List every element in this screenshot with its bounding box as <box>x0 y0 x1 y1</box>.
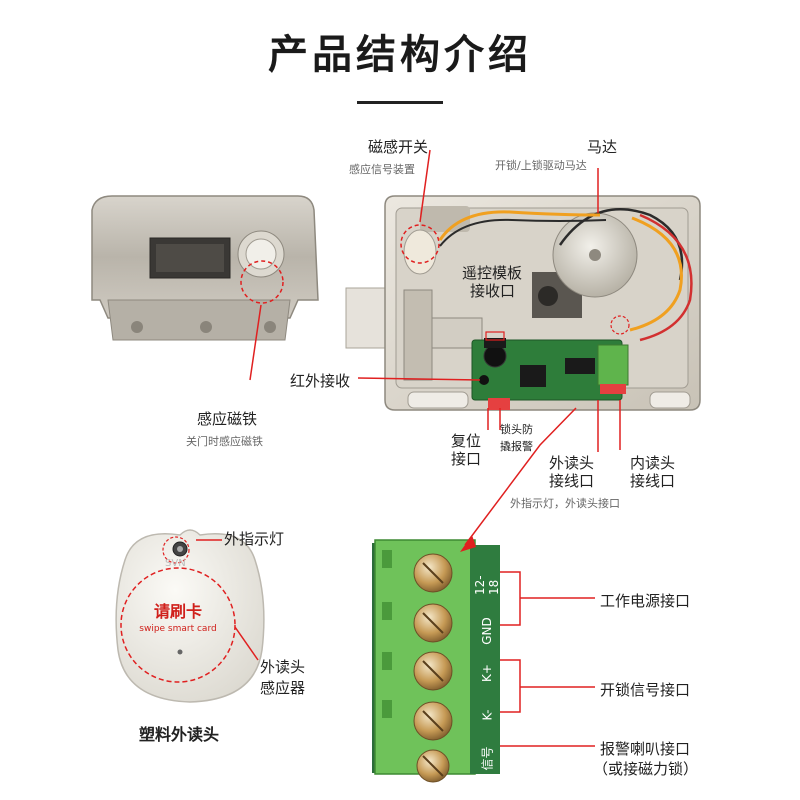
label-unlock-port: 开锁信号接口 <box>600 681 691 699</box>
label-reader-sensor: 外读头 <box>260 658 306 676</box>
label-motor-sub: 开锁/上锁驱动马达 <box>495 159 587 172</box>
label-int-reader-port: 接线口 <box>630 472 676 490</box>
label-power-port: 工作电源接口 <box>600 592 691 610</box>
terminal-label-kminus: K- <box>479 709 494 721</box>
label-ext-reader-port: 接线口 <box>549 472 595 490</box>
label-magnet: 感应磁铁 <box>197 410 258 428</box>
label-magnet-sub: 关门时感应磁铁 <box>186 435 263 448</box>
label-ext-reader-sub: 外指示灯，外读头接口 <box>510 497 620 510</box>
terminal-label-signal: 信号 <box>480 746 495 771</box>
label-anti-pry-alarm: 撬报警 <box>500 440 533 453</box>
reader-brand: SVN <box>165 558 186 569</box>
label-ext-indicator: 外指示灯 <box>224 530 285 548</box>
label-int-reader: 内读头 <box>630 454 676 472</box>
strike-plate <box>91 195 319 341</box>
terminal-label-gnd: GND <box>480 617 495 645</box>
label-reset: 复位 <box>451 432 482 450</box>
card-prompt: 请刷卡 <box>153 602 202 621</box>
label-remote-module-port: 接收口 <box>470 282 516 300</box>
label-magnetic-switch-sub: 感应信号装置 <box>349 163 415 176</box>
lock-body <box>345 195 701 411</box>
label-motor: 马达 <box>587 138 618 156</box>
terminal-label-kplus: K+ <box>480 664 494 682</box>
label-anti-pry: 锁头防 <box>500 423 533 436</box>
terminal-labels: 12-18 GND K+ K- 信号 <box>473 550 501 775</box>
label-reader-sensor-2: 感应器 <box>260 679 306 697</box>
label-ext-reader: 外读头 <box>549 454 595 472</box>
label-remote-module: 遥控模板 <box>462 264 523 282</box>
label-magnetic-switch: 磁感开关 <box>368 138 429 156</box>
title-underline <box>357 101 443 104</box>
label-alarm-port-alt: （或接磁力锁） <box>593 760 699 778</box>
terminal-label-12-18: 12-18 <box>473 575 501 595</box>
label-reset-port: 接口 <box>451 450 482 468</box>
card-sub-prompt: swipe smart card <box>139 624 217 634</box>
page-title: 产品结构介绍 <box>268 32 532 78</box>
label-infrared: 红外接收 <box>290 372 351 390</box>
label-reader-name: 塑料外读头 <box>139 725 220 744</box>
label-alarm-port: 报警喇叭接口 <box>600 740 691 758</box>
